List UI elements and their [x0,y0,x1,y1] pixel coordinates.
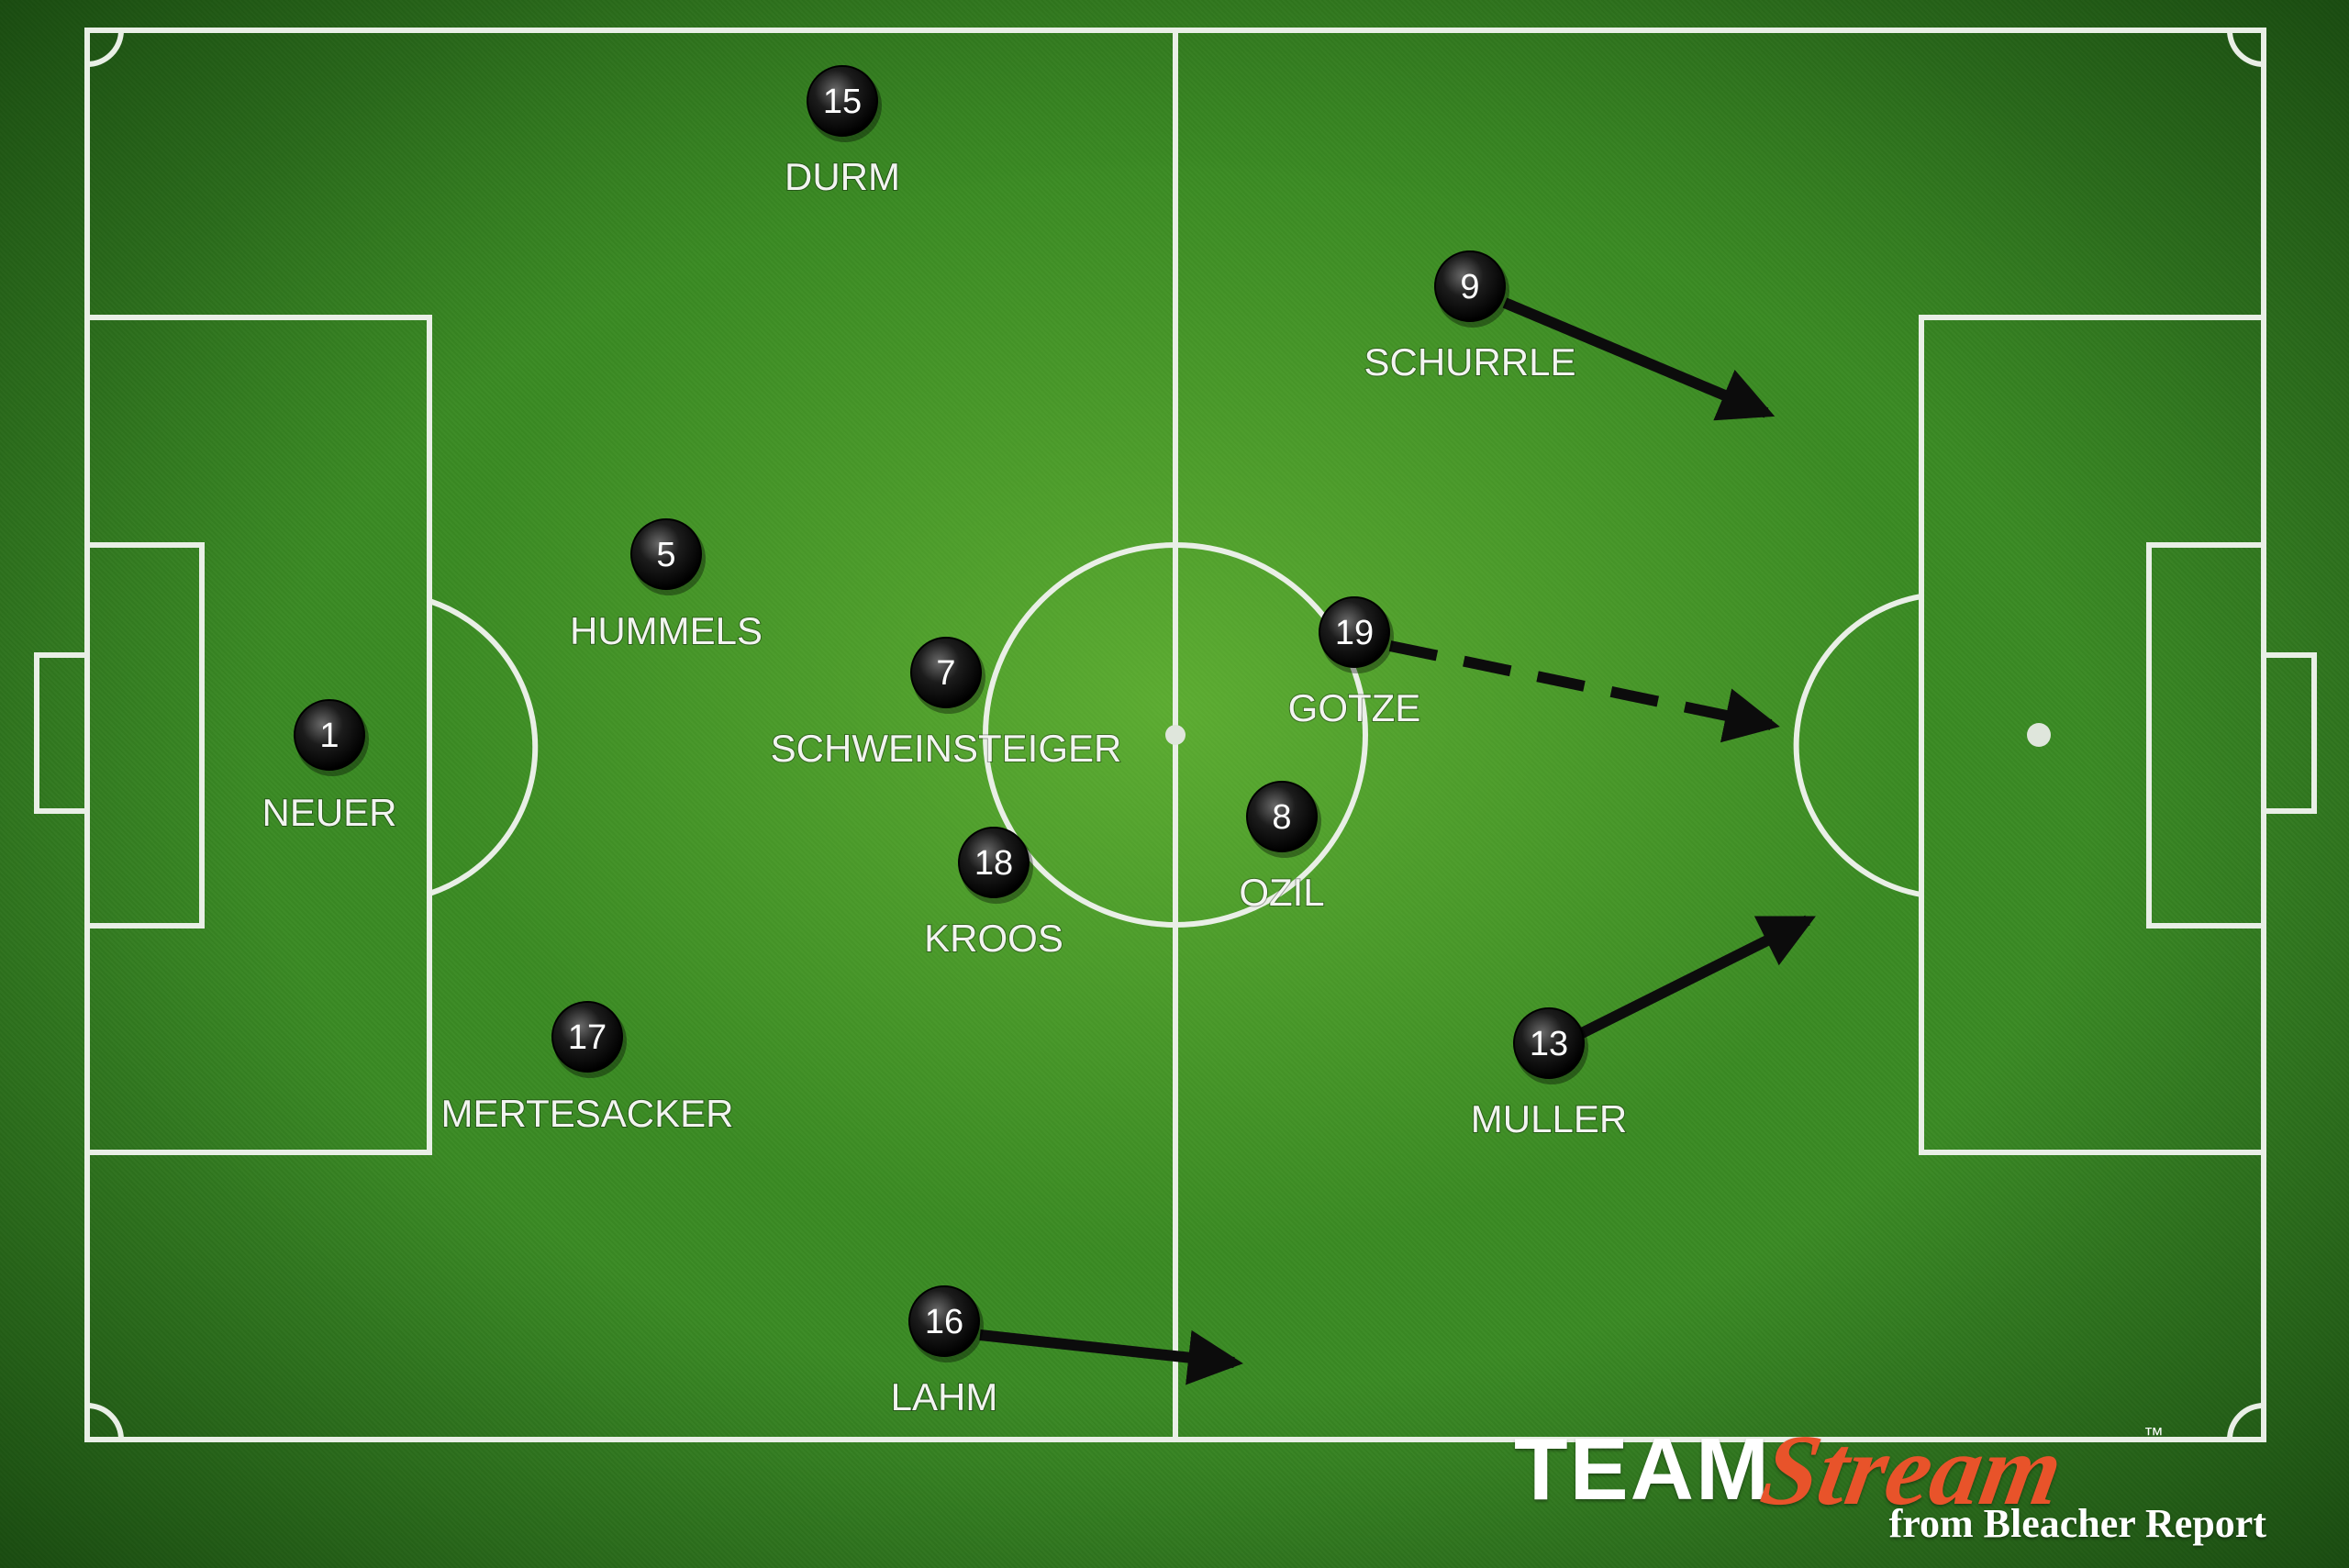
player-name: SCHURRLE [1364,340,1575,384]
player-number: 15 [823,83,862,121]
corner-arc-bottom-right [2227,1403,2265,1440]
player-marker [551,1001,623,1073]
brand-from-text: from Bleacher Report [1888,1501,2266,1546]
movement-arrows [979,297,1816,1385]
right-penalty-spot [2027,723,2051,747]
player-number: 7 [936,654,955,693]
player-number: 9 [1460,268,1479,306]
brand-team-text: TEAM [1514,1420,1771,1518]
left-penalty-area [84,315,432,1155]
left-goal-area [84,542,205,929]
player-marker [1434,250,1506,322]
player-marker [294,699,365,771]
player-marker [1319,596,1390,668]
right-penalty-arc [1793,594,1922,897]
player-name: DURM [785,155,900,198]
player-name: OZIL [1239,871,1324,914]
player-marker [630,518,702,590]
movement-arrow-gotze [1388,640,1780,743]
player-number: 17 [568,1018,607,1057]
player-number: 1 [319,717,339,755]
player-markers: 15DURM9SCHURRLE5HUMMELS7SCHWEINSTEIGER19… [261,65,1628,1419]
player-number: 8 [1272,798,1291,837]
player-number: 16 [925,1303,963,1341]
player-number: 13 [1530,1025,1568,1063]
player-name: LAHM [891,1375,998,1418]
brand-trademark: ™ [2143,1423,2164,1446]
left-penalty-arc [429,598,539,896]
player-name: SCHWEINSTEIGER [771,727,1122,770]
player-name: NEUER [262,791,396,834]
player-marker [1246,781,1318,852]
player-number: 18 [974,844,1013,883]
player-number: 19 [1335,614,1374,652]
player-name: KROOS [924,917,1063,960]
player-marker [910,637,982,708]
corner-arc-top-right [2227,29,2265,67]
player-marker [807,65,878,137]
player-name: HUMMELS [570,609,763,652]
player-marker [908,1285,980,1357]
player-name: GOTZE [1288,686,1421,729]
left-goal [34,652,90,814]
player-marker [1513,1007,1585,1079]
player-name: MULLER [1471,1097,1627,1140]
center-circle [983,542,1368,928]
right-goal [2261,652,2317,814]
pitch-markings [34,28,2317,1442]
right-goal-area [2146,542,2266,929]
player-name: MERTESACKER [441,1092,734,1135]
right-penalty-area [1919,315,2266,1155]
corner-arc-top-left [86,29,124,67]
corner-arc-bottom-left [86,1403,124,1440]
teamstream-logo: TEAM Stream ™ from Bleacher Report [1514,1414,2266,1548]
center-spot [1165,725,1186,745]
player-marker [958,827,1030,898]
movement-arrow-schurrle [1502,297,1776,421]
movement-arrow-lahm [979,1329,1243,1385]
movement-arrow-muller [1577,915,1816,1040]
player-number: 5 [656,536,675,574]
